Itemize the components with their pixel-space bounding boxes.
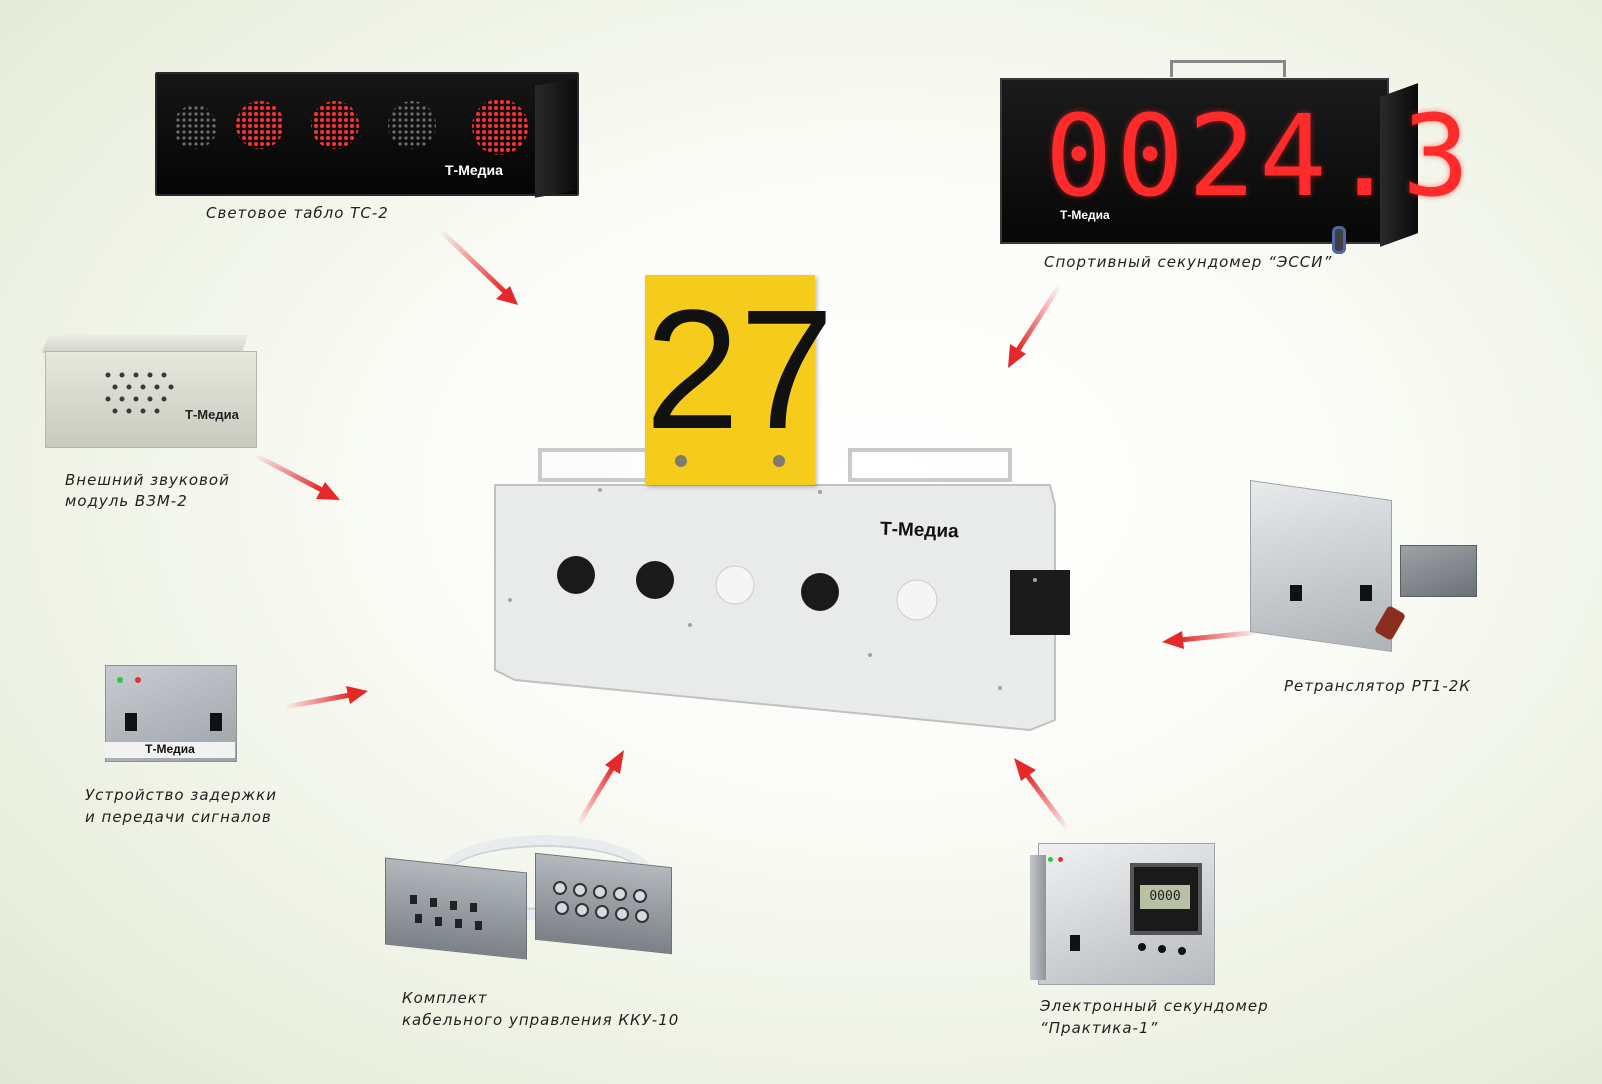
traffic-light-board: Т-Медиа (155, 72, 580, 198)
arrow-relay (1162, 629, 1261, 649)
light-dim (175, 105, 217, 149)
electronic-stopwatch: 0000 (1030, 835, 1220, 985)
relay-caption: Ретранслятор РТ1-2К (1284, 677, 1471, 695)
arrow-stopwatch-board (1008, 283, 1063, 368)
number-sign: 27 (645, 275, 835, 485)
sound-module: Т-Медиа (41, 335, 257, 450)
right-handle (848, 448, 1012, 482)
delay-device-brand: Т-Медиа (105, 742, 235, 758)
relay-device (1250, 480, 1490, 652)
left-handle (538, 448, 652, 482)
speaker-grille (105, 372, 174, 414)
delay-device: Т-Медиа (105, 665, 240, 765)
stopwatch-lcd-display: 0000 (1140, 885, 1190, 909)
traffic-light-brand: Т-Медиа (445, 162, 503, 178)
remote-key-fob-icon (1332, 226, 1346, 254)
cable-kit-caption-line1: Комплект (402, 989, 488, 1007)
delay-device-caption-line2: и передачи сигналов (85, 808, 272, 826)
stopwatch-board: 0024.3 Т-Медиа (1000, 60, 1470, 247)
sound-module-brand: Т-Медиа (185, 407, 239, 422)
traffic-lights (175, 99, 528, 155)
arrow-delay-device (284, 686, 368, 710)
power-switch-icon (210, 713, 222, 731)
cable-kit (385, 835, 685, 980)
power-switch-icon (125, 713, 137, 731)
cable-kit-caption-line2: кабельного управления ККУ-10 (402, 1011, 680, 1029)
electronic-stopwatch-caption-line2: “Практика-1” (1040, 1019, 1159, 1037)
mount-bracket (1010, 570, 1070, 635)
stopwatch-board-caption: Спортивный секундомер “ЭССИ” (1044, 253, 1333, 271)
target-panel-drawing (494, 448, 1070, 732)
arrow-sound-module (253, 452, 340, 500)
stopwatch-board-brand: Т-Медиа (1060, 208, 1110, 222)
carry-handle (1170, 60, 1286, 77)
stopwatch-lcd-frame: 0000 (1130, 863, 1202, 935)
power-switch-icon (1070, 935, 1080, 951)
connector-array (553, 881, 649, 923)
traffic-light-caption: Световое табло ТС-2 (206, 204, 389, 222)
light-red (311, 101, 359, 149)
sound-module-caption-line1: Внешний звуковой (65, 471, 230, 489)
target-plate (494, 484, 1056, 732)
stopwatch-board-display: 0024.3 (1045, 92, 1474, 222)
light-dim (388, 101, 436, 149)
arrow-cable-kit (575, 750, 624, 827)
light-red (472, 99, 528, 155)
arrow-traffic-light (438, 228, 518, 305)
center-brand-label: Т-Медиа (879, 518, 960, 543)
light-red (236, 101, 284, 149)
sound-module-caption-line2: модуль ВЗМ-2 (65, 492, 188, 510)
center-target-device: 27 Т-Медиа (490, 275, 1090, 740)
electronic-stopwatch-caption-line1: Электронный секундомер (1040, 997, 1269, 1015)
control-buttons (410, 895, 482, 930)
arrow-electronic-stopwatch (1014, 758, 1071, 832)
delay-device-caption-line1: Устройство задержки (85, 786, 277, 804)
sign-number: 27 (645, 275, 835, 465)
